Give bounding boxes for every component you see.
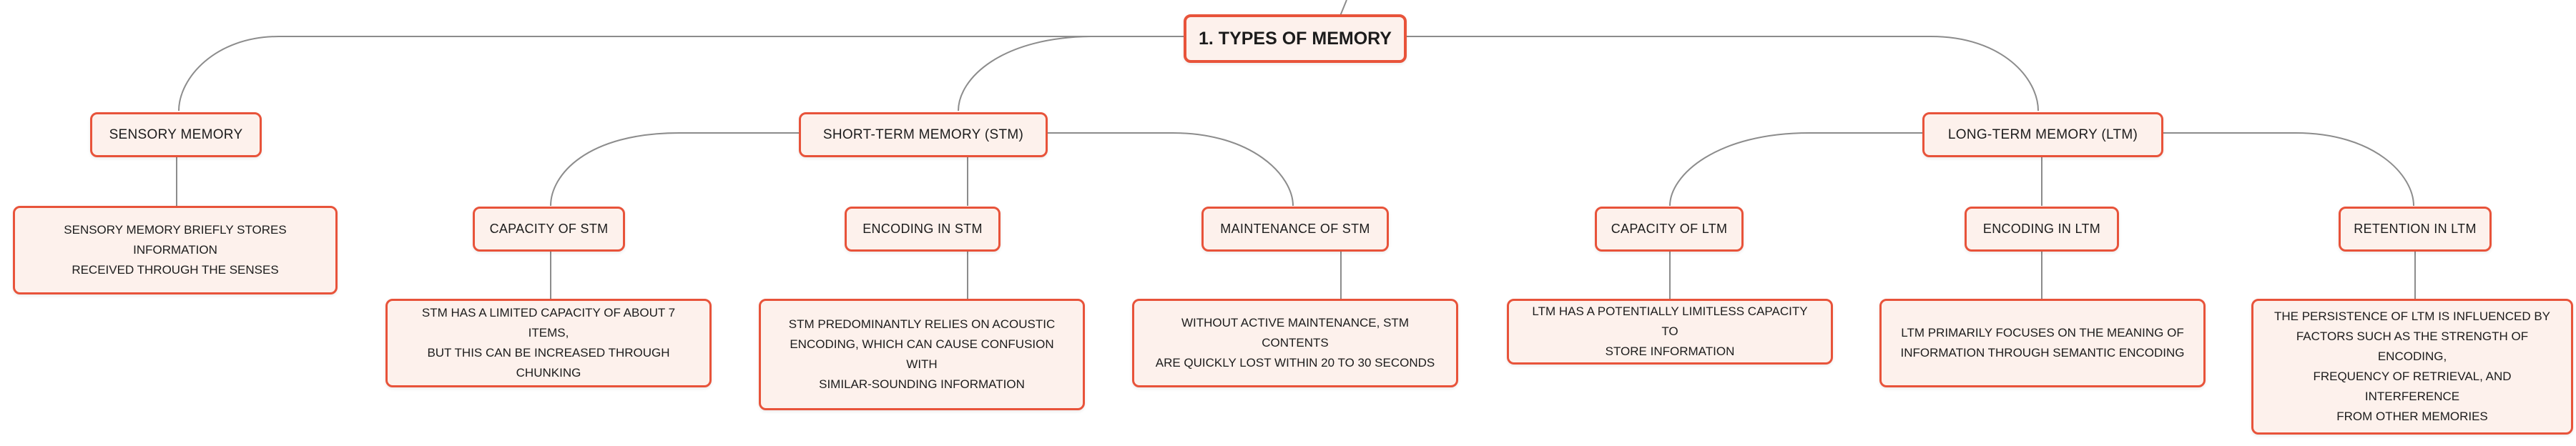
detail-line: STM has a limited capacity of about 7 it… bbox=[421, 306, 676, 340]
connector-ltm-retention bbox=[2163, 132, 2414, 207]
detail-line: information through semantic encoding bbox=[1900, 346, 2185, 360]
topic-node-encoding-in-stm[interactable]: Encoding in STM bbox=[845, 207, 1001, 252]
connector-root-ltm bbox=[1405, 36, 2039, 112]
detail-line: encoding, which can cause confusion with bbox=[790, 337, 1054, 371]
topic-node-label: Capacity of LTM bbox=[1611, 222, 1728, 236]
topic-node-retention-in-ltm[interactable]: Retention in LTM bbox=[2339, 207, 2492, 252]
detail-line: store information bbox=[1605, 345, 1735, 358]
detail-node-encoding-in-stm[interactable]: STM predominantly relies on acoustic enc… bbox=[759, 299, 1085, 410]
detail-line: from other memories bbox=[2336, 410, 2488, 423]
topic-node-label: Retention in LTM bbox=[2354, 222, 2477, 236]
detail-line: Sensory memory briefly stores informatio… bbox=[64, 223, 287, 257]
topic-node-label: Encoding in STM bbox=[862, 222, 983, 236]
branch-node-sensory-memory[interactable]: Sensory Memory bbox=[90, 112, 262, 157]
branch-node-label: Long-Term Memory (LTM) bbox=[1947, 127, 2138, 142]
topic-node-label: Maintenance of STM bbox=[1220, 222, 1370, 236]
detail-line: LTM primarily focuses on the meaning of bbox=[1901, 326, 2184, 340]
topic-node-maintenance-of-stm[interactable]: Maintenance of STM bbox=[1201, 207, 1389, 252]
branch-node-label: Sensory Memory bbox=[109, 127, 243, 142]
connector-stm-maintenance bbox=[1046, 132, 1294, 207]
root-node[interactable]: 1. Types of Memory bbox=[1184, 14, 1407, 63]
connector-ltm-capacity bbox=[1669, 132, 1924, 207]
topic-node-capacity-of-stm[interactable]: Capacity of STM bbox=[473, 207, 625, 252]
topic-node-label: Capacity of STM bbox=[489, 222, 609, 236]
detail-node-maintenance-of-stm[interactable]: Without active maintenance, STM contents… bbox=[1132, 299, 1458, 387]
detail-line: Without active maintenance, STM contents bbox=[1181, 316, 1409, 350]
topic-node-encoding-in-ltm[interactable]: Encoding in LTM bbox=[1965, 207, 2119, 252]
connector-stm-capacity bbox=[550, 132, 799, 207]
detail-line: received through the senses bbox=[72, 263, 279, 277]
detail-line: LTM has a potentially limitless capacity… bbox=[1532, 304, 1808, 338]
detail-node-capacity-of-stm[interactable]: STM has a limited capacity of about 7 it… bbox=[385, 299, 712, 387]
topic-node-label: Encoding in LTM bbox=[1982, 222, 2101, 236]
connector-root-parent bbox=[1339, 0, 1347, 16]
detail-line: similar-sounding information bbox=[819, 377, 1025, 391]
root-node-label: 1. Types of Memory bbox=[1199, 28, 1392, 49]
detail-line: factors such as the strength of encoding… bbox=[2296, 329, 2529, 363]
connector-root-sensory bbox=[178, 36, 1184, 112]
detail-node-retention-in-ltm[interactable]: The persistence of LTM is influenced by … bbox=[2251, 299, 2573, 435]
detail-line: The persistence of LTM is influenced by bbox=[2273, 309, 2551, 323]
detail-line: frequency of retrieval, and interference bbox=[2313, 370, 2512, 403]
branch-node-long-term-memory[interactable]: Long-Term Memory (LTM) bbox=[1922, 112, 2163, 157]
detail-node-sensory-memory[interactable]: Sensory memory briefly stores informatio… bbox=[13, 206, 338, 294]
detail-node-capacity-of-ltm[interactable]: LTM has a potentially limitless capacity… bbox=[1507, 299, 1833, 365]
topic-node-capacity-of-ltm[interactable]: Capacity of LTM bbox=[1595, 207, 1744, 252]
detail-line: but this can be increased through chunki… bbox=[427, 346, 670, 380]
branch-node-label: Short-Term Memory (STM) bbox=[822, 127, 1024, 142]
connector-root-stm bbox=[958, 36, 1184, 112]
detail-line: STM predominantly relies on acoustic bbox=[788, 317, 1056, 331]
branch-node-short-term-memory[interactable]: Short-Term Memory (STM) bbox=[799, 112, 1048, 157]
detail-line: are quickly lost within 20 to 30 seconds bbox=[1155, 356, 1435, 370]
detail-node-encoding-in-ltm[interactable]: LTM primarily focuses on the meaning of … bbox=[1879, 299, 2206, 387]
